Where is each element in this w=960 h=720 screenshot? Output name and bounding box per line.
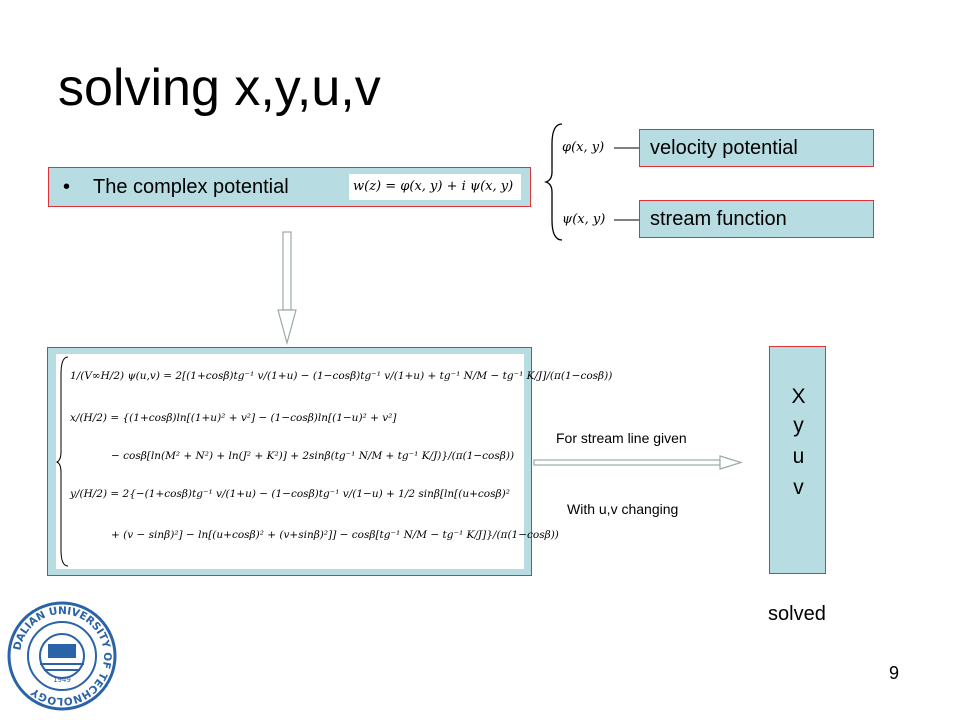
- result-y: y: [793, 414, 804, 437]
- velocity-potential-box: velocity potential: [639, 129, 874, 167]
- equation-brace: [56, 356, 69, 567]
- brace-connector: [543, 123, 639, 241]
- equation-3b: + (v − sinβ)²] − ln[(u+cosβ)² + (v+sinβ)…: [111, 529, 559, 541]
- phi-formula: φ(x, y): [562, 140, 605, 155]
- stream-function-box: stream function: [639, 200, 874, 238]
- arrow-label-top: For stream line given: [556, 430, 687, 446]
- solved-caption: solved: [768, 603, 826, 625]
- result-v: v: [793, 476, 804, 499]
- stream-function-label: stream function: [650, 208, 787, 230]
- result-box: X y u v: [769, 346, 826, 574]
- logo-year: 1949: [53, 676, 71, 684]
- slide-title: solving x,y,u,v: [58, 59, 381, 117]
- velocity-potential-label: velocity potential: [650, 137, 798, 159]
- equation-system: 1/(V∞H/2) ψ(u,v) = 2[(1+cosβ)tg⁻¹ v/(1+u…: [56, 354, 612, 569]
- equation-3a: y/(H/2) = 2{−(1+cosβ)tg⁻¹ v/(1+u) − (1−c…: [70, 488, 510, 500]
- complex-potential-formula: w(z) = φ(x, y) + i ψ(x, y): [349, 174, 521, 200]
- university-logo: DALIAN UNIVERSITY OF TECHNOLOGY 1949: [7, 601, 117, 711]
- right-arrow: [533, 455, 744, 470]
- equation-1: 1/(V∞H/2) ψ(u,v) = 2[(1+cosβ)tg⁻¹ v/(1+u…: [70, 370, 613, 382]
- complex-potential-label: The complex potential: [93, 176, 289, 198]
- equation-2a: x/(H/2) = {(1+cosβ)ln[(1+u)² + v²] − (1−…: [70, 412, 397, 424]
- psi-formula: ψ(x, y): [562, 212, 606, 227]
- result-x: X: [791, 385, 806, 408]
- complex-potential-box: • The complex potential w(z) = φ(x, y) +…: [48, 167, 531, 207]
- equation-system-box: 1/(V∞H/2) ψ(u,v) = 2[(1+cosβ)tg⁻¹ v/(1+u…: [47, 347, 612, 576]
- arrow-label-bottom: With u,v changing: [567, 501, 679, 517]
- bullet: •: [63, 176, 71, 198]
- down-arrow: [277, 231, 297, 346]
- equation-2b: − cosβ[ln(M² + N²) + ln(J² + K²)] + 2sin…: [111, 450, 515, 462]
- result-u: u: [792, 445, 805, 468]
- page-number: 9: [889, 663, 900, 683]
